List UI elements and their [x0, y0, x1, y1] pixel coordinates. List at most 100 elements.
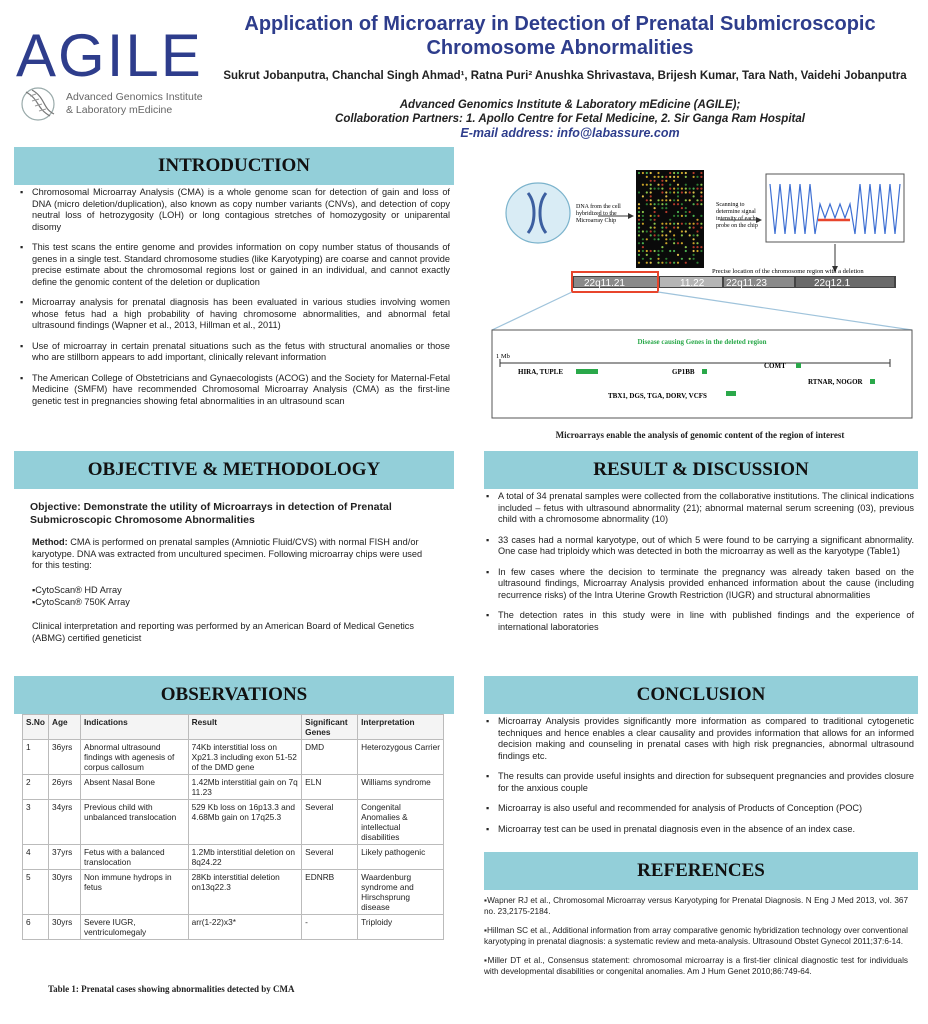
table-cell: 6 — [22, 914, 49, 940]
gene-marker — [870, 379, 875, 384]
table-cell: Likely pathogenic — [357, 844, 444, 870]
table-cell: Non immune hydrops in fetus — [79, 869, 189, 915]
region-title: Disease causing Genes in the deleted reg… — [638, 338, 767, 346]
table-cell: Absent Nasal Bone — [79, 774, 189, 800]
table-cell: Williams syndrome — [357, 774, 444, 800]
table-cell: Severe IUGR, ventriculomegaly — [79, 914, 189, 940]
table-cell: 34yrs — [47, 799, 81, 845]
table-cell: 3 — [22, 799, 49, 845]
contact-email[interactable]: E-mail address: info@labassure.com — [460, 126, 680, 140]
table-cell: Fetus with a balanced translocation — [79, 844, 189, 870]
table-cell: 37yrs — [47, 844, 81, 870]
conclusion-heading: CONCLUSION — [484, 676, 918, 714]
table-cell: 26yrs — [47, 774, 81, 800]
table-cell: arr(1-22)x3* — [187, 914, 303, 940]
table-cell: 529 Kb loss on 16p13.3 and 4.68Mb gain o… — [187, 799, 303, 845]
logo-subtitle-line1: Advanced Genomics Institute — [66, 91, 203, 103]
logo-wordmark: AGILE — [16, 22, 203, 89]
column-header: Age — [47, 714, 81, 740]
list-item: 33 cases had a normal karyotype, out of … — [484, 535, 914, 558]
list-item: Microarray test can be used in prenatal … — [484, 824, 914, 836]
table-cell: 1.2Mb interstitial deletion on 8q24.22 — [187, 844, 303, 870]
references-heading: REFERENCES — [484, 852, 918, 890]
poster-title: Application of Microarray in Detection o… — [244, 13, 876, 59]
authors: Sukrut Jobanputra, Chanchal Singh Ahmad¹… — [223, 70, 907, 82]
list-item: This test scans the entire genome and pr… — [18, 242, 450, 288]
list-item: In few cases where the decision to termi… — [484, 567, 914, 602]
results-list: A total of 34 prenatal samples were coll… — [484, 491, 914, 642]
cell-icon — [505, 182, 571, 244]
reference-item: ▪Hillman SC et al., Additional informati… — [484, 926, 908, 946]
method-paragraph: Method: CMA is performed on prenatal sam… — [32, 537, 432, 572]
band-label: 11.22 — [680, 278, 705, 289]
table-cell: 36yrs — [47, 739, 81, 775]
observations-table: S.No Age Indications Result Significant … — [22, 714, 444, 940]
table-cell: Several — [301, 844, 359, 870]
list-item: Microarray analysis for prenatal diagnos… — [18, 297, 450, 332]
introduction-heading: INTRODUCTION — [14, 147, 454, 185]
chip-item: ▪CytoScan® 750K Array — [32, 597, 130, 607]
reporting-text: Clinical interpretation and reporting wa… — [32, 621, 414, 643]
list-item: Use of microarray in certain prenatal si… — [18, 341, 450, 364]
table-cell: 30yrs — [47, 914, 81, 940]
objective-heading: OBJECTIVE & METHODOLOGY — [14, 451, 454, 489]
table-cell: ELN — [301, 774, 359, 800]
location-label: Precise location of the chromosome regio… — [712, 268, 864, 275]
table-cell: Waardenburg syndrome and Hirschsprung di… — [357, 869, 444, 915]
table-cell: 28Kb interstitial deletion on13q22.3 — [187, 869, 303, 915]
table-cell: 2 — [22, 774, 49, 800]
list-item: Microarray Analysis provides significant… — [484, 716, 914, 762]
gene-marker — [702, 369, 707, 374]
results-heading: RESULT & DISCUSSION — [484, 451, 918, 489]
affiliations: Advanced Genomics Institute & Laboratory… — [230, 98, 910, 126]
band-label: 22q12.1 — [814, 278, 851, 289]
gene-label: HIRA, TUPLE — [518, 368, 563, 376]
signal-intensity-plot — [765, 173, 905, 243]
table-cell: 5 — [22, 869, 49, 915]
column-header: Interpretation — [357, 714, 444, 740]
table-cell: Abnormal ultrasound findings with agenes… — [79, 739, 189, 775]
band-label: 22q11.21 — [584, 278, 625, 289]
table-cell: 4 — [22, 844, 49, 870]
column-header: Indications — [79, 714, 189, 740]
gene-label: RTNAR, NOGOR — [808, 378, 864, 386]
references-list: ▪Wapner RJ et al., Chromosomal Microarra… — [484, 896, 908, 986]
conclusion-list: Microarray Analysis provides significant… — [484, 716, 914, 844]
affiliation-partners: Collaboration Partners: 1. Apollo Centre… — [335, 113, 805, 125]
table-cell: Congenital Anomalies & intellectual disa… — [357, 799, 444, 845]
column-header: Result — [187, 714, 303, 740]
gene-marker — [576, 369, 598, 374]
table-cell: - — [301, 914, 359, 940]
column-header: Significant Genes — [301, 714, 359, 740]
gene-marker — [796, 363, 801, 368]
list-item: A total of 34 prenatal samples were coll… — [484, 491, 914, 526]
table-cell: 1 — [22, 739, 49, 775]
list-item: The American College of Obstetricians an… — [18, 373, 450, 408]
list-item: Chromosomal Microarray Analysis (CMA) is… — [18, 187, 450, 233]
table-cell: 30yrs — [47, 869, 81, 915]
diagram-caption: Microarrays enable the analysis of genom… — [555, 430, 845, 440]
column-header: S.No — [22, 714, 49, 740]
table-cell: EDNRB — [301, 869, 359, 915]
table-cell: Several — [301, 799, 359, 845]
gene-label: COMT — [764, 362, 786, 370]
reference-item: ▪Miller DT et al., Consensus statement: … — [484, 956, 908, 976]
gene-label: GP1BB — [672, 368, 695, 376]
logo-subtitle-line2: & Laboratory mEdicine — [66, 104, 173, 116]
reference-item: ▪Wapner RJ et al., Chromosomal Microarra… — [484, 896, 908, 916]
list-item: The results can provide useful insights … — [484, 771, 914, 794]
dna-helix-icon — [21, 87, 55, 121]
objective-text: Objective: Demonstrate the utility of Mi… — [30, 501, 392, 526]
gene-label: TBX1, DGS, TGA, DORV, VCFS — [608, 392, 707, 400]
gene-marker — [726, 391, 736, 396]
table-header-row: S.No Age Indications Result Significant … — [22, 714, 444, 740]
method-label: Method: — [32, 537, 68, 547]
